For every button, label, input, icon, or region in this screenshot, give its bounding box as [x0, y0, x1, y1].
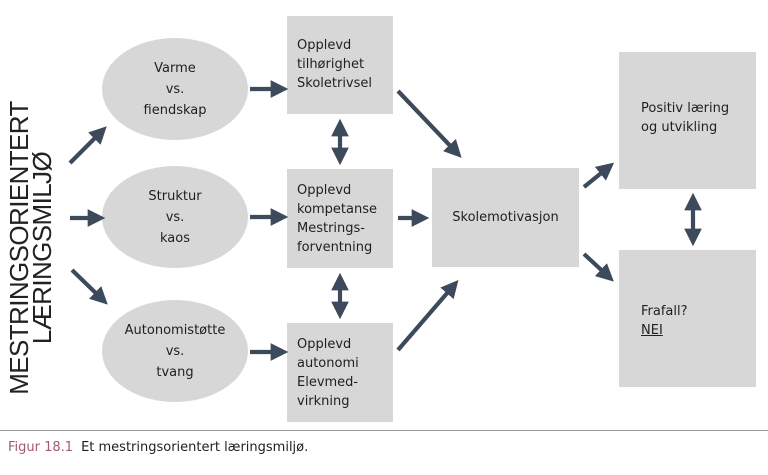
box-autonomy: Opplevd autonomi Elevmed- virkning: [287, 323, 393, 422]
box-belonging-line3: Skoletrivsel: [297, 76, 373, 91]
box-autonomy-line1: Opplevd: [297, 337, 352, 352]
ellipse-structure: Struktur vs. kaos: [102, 166, 248, 268]
arrow-label-to-warmth: [68, 126, 107, 165]
figure-caption: Figur 18.1 Et mestringsorientert læringsm…: [8, 440, 308, 455]
box-dropout: Frafall? NEI: [619, 250, 756, 387]
caption-text: Et mestringsorientert læringsmiljø.: [81, 440, 309, 455]
box-autonomy-line3: Elevmed-: [297, 375, 359, 390]
caption-figure-number: Figur 18.1: [8, 440, 74, 455]
box-autonomy-line2: autonomi: [297, 356, 359, 371]
caption-divider: [0, 430, 768, 431]
box-belonging: Opplevd tilhørighet Skoletrivsel: [287, 16, 393, 114]
ellipse-autonomy: Autonomistøtte vs. tvang: [102, 300, 248, 402]
box-dropout-line1: Frafall?: [641, 304, 688, 319]
arrow-belonging-to-motivation: [396, 89, 462, 158]
box-autonomy-line4: virkning: [297, 394, 350, 409]
box-motivation: Skolemotivasjon: [432, 168, 579, 267]
ellipse-autonomy-line2: vs.: [165, 343, 185, 359]
ellipse-structure-line3: kaos: [160, 230, 190, 246]
box-competence-line2: kompetanse: [297, 202, 378, 217]
arrow-autonomy-to-motivation: [396, 279, 459, 352]
box-competence: Opplevd kompetanse Mestrings- forventnin…: [287, 169, 393, 268]
ellipse-autonomy-line3: tvang: [156, 364, 194, 380]
box-positive: Positiv læring og utvikling: [619, 52, 756, 189]
box-competence-line3: Mestrings-: [297, 221, 365, 236]
box-motivation-label: Skolemotivasjon: [452, 210, 559, 225]
ellipse-warmth-line3: fiendskap: [143, 102, 207, 118]
box-positive-line2: og utvikling: [641, 120, 718, 135]
arrow-motivation-to-positive: [582, 162, 615, 189]
arrow-motivation-to-dropout: [582, 252, 614, 282]
ellipse-warmth-line1: Varme: [154, 60, 196, 76]
box-positive-line1: Positiv læring: [641, 101, 730, 116]
ellipse-autonomy-line1: Autonomistøtte: [124, 322, 226, 338]
box-belonging-line1: Opplevd: [297, 38, 352, 53]
ellipse-warmth-line2: vs.: [165, 81, 185, 97]
box-competence-line1: Opplevd: [297, 183, 352, 198]
arrow-label-to-autonomy: [70, 268, 108, 305]
ellipse-warmth: Varme vs. fiendskap: [102, 38, 248, 140]
box-belonging-line2: tilhørighet: [297, 57, 365, 72]
ellipse-structure-line1: Struktur: [148, 188, 202, 204]
box-dropout-line2: NEI: [641, 323, 663, 338]
box-competence-line4: forventning: [297, 240, 373, 255]
ellipse-structure-line2: vs.: [165, 209, 185, 225]
